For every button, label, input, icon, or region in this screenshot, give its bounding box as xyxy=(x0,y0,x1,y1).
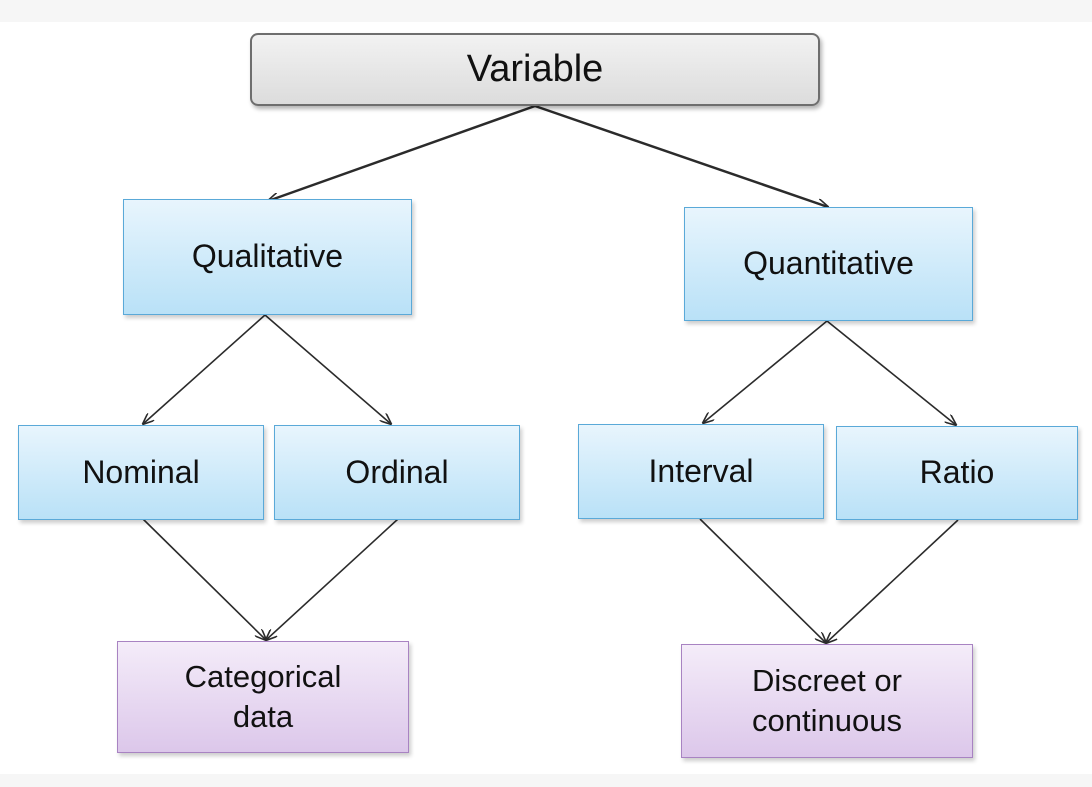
arrow-quantitative-to-interval xyxy=(703,320,828,423)
quantitative-label: Quantitative xyxy=(743,245,914,282)
discreet-or-continuous-node: Discreet or continuous xyxy=(681,644,973,758)
arrow-nominal-to-categorical xyxy=(142,518,266,640)
categorical-data-node: Categorical data xyxy=(117,641,409,753)
arrow-ratio-to-discreet xyxy=(826,519,959,643)
arrow-interval-to-discreet xyxy=(699,518,826,643)
bottom-frame-band xyxy=(0,774,1092,787)
interval-label: Interval xyxy=(648,452,754,489)
arrow-qualitative-to-ordinal xyxy=(264,314,391,424)
interval-node: Interval xyxy=(578,424,824,519)
nominal-node: Nominal xyxy=(18,425,264,520)
arrow-qualitative-to-nominal xyxy=(143,314,266,424)
nominal-label: Nominal xyxy=(82,453,200,490)
arrow-ordinal-to-categorical xyxy=(266,518,399,640)
ratio-label: Ratio xyxy=(919,454,995,491)
discreet-or-continuous-label: Discreet or continuous xyxy=(752,662,902,738)
quantitative-node: Quantitative xyxy=(684,207,973,321)
ordinal-node: Ordinal xyxy=(274,425,520,520)
qualitative-node: Qualitative xyxy=(123,199,412,315)
arrow-variable-to-quantitative xyxy=(534,104,828,207)
top-frame-band xyxy=(0,0,1092,22)
ratio-node: Ratio xyxy=(836,426,1078,520)
categorical-data-label: Categorical data xyxy=(184,658,342,734)
variable-node: Variable xyxy=(250,33,820,106)
qualitative-label: Qualitative xyxy=(191,238,344,275)
arrow-variable-to-qualitative xyxy=(268,104,536,201)
ordinal-label: Ordinal xyxy=(345,453,449,490)
variable-label: Variable xyxy=(466,47,604,90)
arrow-quantitative-to-ratio xyxy=(826,320,956,425)
